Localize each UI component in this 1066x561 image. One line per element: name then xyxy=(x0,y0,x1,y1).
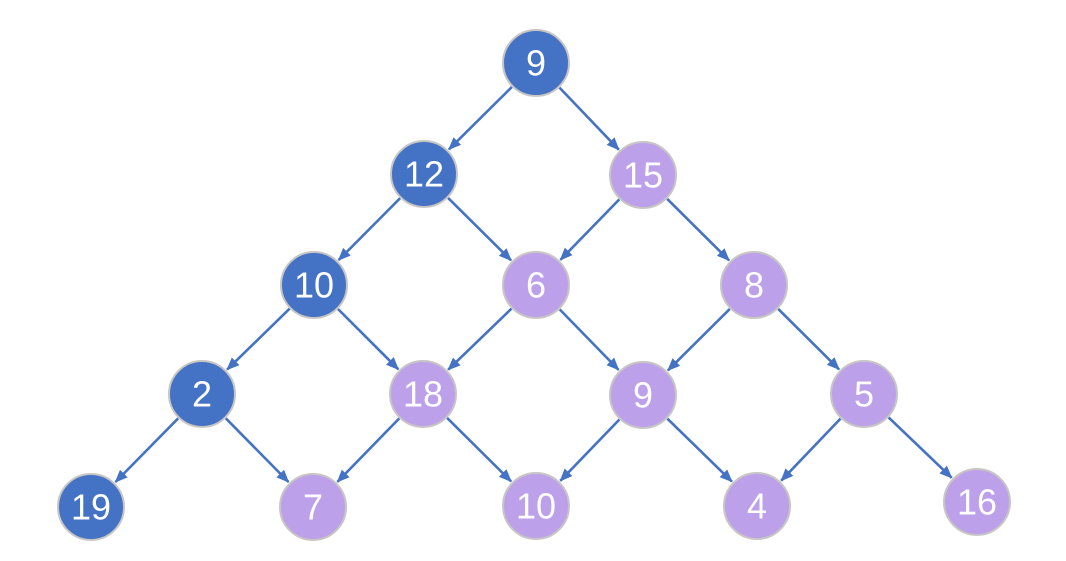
edge-arrow-b12-c6 xyxy=(447,196,513,262)
edge-arrow-b15-c6 xyxy=(559,198,621,261)
node-circle-b15 xyxy=(609,141,677,209)
node-label-d2: 2 xyxy=(192,374,212,415)
node-label-a9: 9 xyxy=(526,43,546,84)
node-label-e4: 4 xyxy=(747,486,767,527)
node-circle-b12 xyxy=(390,140,458,208)
edge-arrow-d5-e4 xyxy=(780,417,842,482)
node-circle-d18 xyxy=(389,360,457,428)
edge-arrow-a9-b15 xyxy=(558,86,620,151)
edge-arrow-d9-e4 xyxy=(666,417,733,483)
node-circle-d9 xyxy=(609,361,677,429)
edge-arrow-c8-d5 xyxy=(777,307,841,371)
node-c6: 6 xyxy=(502,251,570,319)
node-circle-e4 xyxy=(723,472,791,540)
node-circle-e10 xyxy=(502,472,570,540)
edge-arrow-b15-c8 xyxy=(666,197,731,262)
node-circle-c6 xyxy=(502,251,570,319)
node-label-e19: 19 xyxy=(71,487,111,528)
node-circle-c10 xyxy=(280,251,348,319)
node-d18: 18 xyxy=(389,360,457,428)
node-d9: 9 xyxy=(609,361,677,429)
node-e4: 4 xyxy=(723,472,791,540)
node-c8: 8 xyxy=(720,251,788,319)
edge-arrow-b12-c10 xyxy=(337,197,402,262)
node-label-d9: 9 xyxy=(633,375,653,416)
node-label-e16: 16 xyxy=(957,482,997,523)
node-b12: 12 xyxy=(390,140,458,208)
node-a9: 9 xyxy=(502,29,570,97)
node-label-b12: 12 xyxy=(404,154,444,195)
edge-arrow-d5-e16 xyxy=(887,416,953,479)
edge-arrow-c6-d9 xyxy=(558,308,620,371)
edge-arrow-c6-d18 xyxy=(447,307,513,371)
node-label-c8: 8 xyxy=(744,265,764,306)
edge-arrow-d2-e7 xyxy=(224,417,290,483)
node-c10: 10 xyxy=(280,251,348,319)
node-label-b15: 15 xyxy=(623,155,663,196)
node-e16: 16 xyxy=(943,468,1011,536)
edge-arrow-d18-e10 xyxy=(446,416,513,483)
edge-arrow-c8-d9 xyxy=(666,307,731,372)
edge-arrow-d18-e7 xyxy=(336,417,401,483)
edge-arrow-a9-b12 xyxy=(447,85,513,151)
node-circle-c8 xyxy=(720,251,788,319)
node-d2: 2 xyxy=(168,360,236,428)
node-label-e10: 10 xyxy=(516,486,556,527)
node-label-e7: 7 xyxy=(303,487,323,528)
edge-arrow-c10-d2 xyxy=(226,307,291,371)
node-circle-e16 xyxy=(943,468,1011,536)
node-label-d5: 5 xyxy=(854,374,874,415)
node-b15: 15 xyxy=(609,141,677,209)
edge-arrow-d9-e10 xyxy=(559,418,621,482)
node-e19: 19 xyxy=(57,473,125,541)
node-circle-a9 xyxy=(502,29,570,97)
node-circle-d2 xyxy=(168,360,236,428)
node-e7: 7 xyxy=(279,473,347,541)
node-d5: 5 xyxy=(830,360,898,428)
edge-arrow-d2-e19 xyxy=(114,417,180,483)
node-e10: 10 xyxy=(502,472,570,540)
node-label-d18: 18 xyxy=(403,374,443,415)
node-circle-e19 xyxy=(57,473,125,541)
node-label-c6: 6 xyxy=(526,265,546,306)
node-circle-e7 xyxy=(279,473,347,541)
node-circle-d5 xyxy=(830,360,898,428)
edge-arrow-c10-d18 xyxy=(337,308,400,371)
node-label-c10: 10 xyxy=(294,265,334,306)
